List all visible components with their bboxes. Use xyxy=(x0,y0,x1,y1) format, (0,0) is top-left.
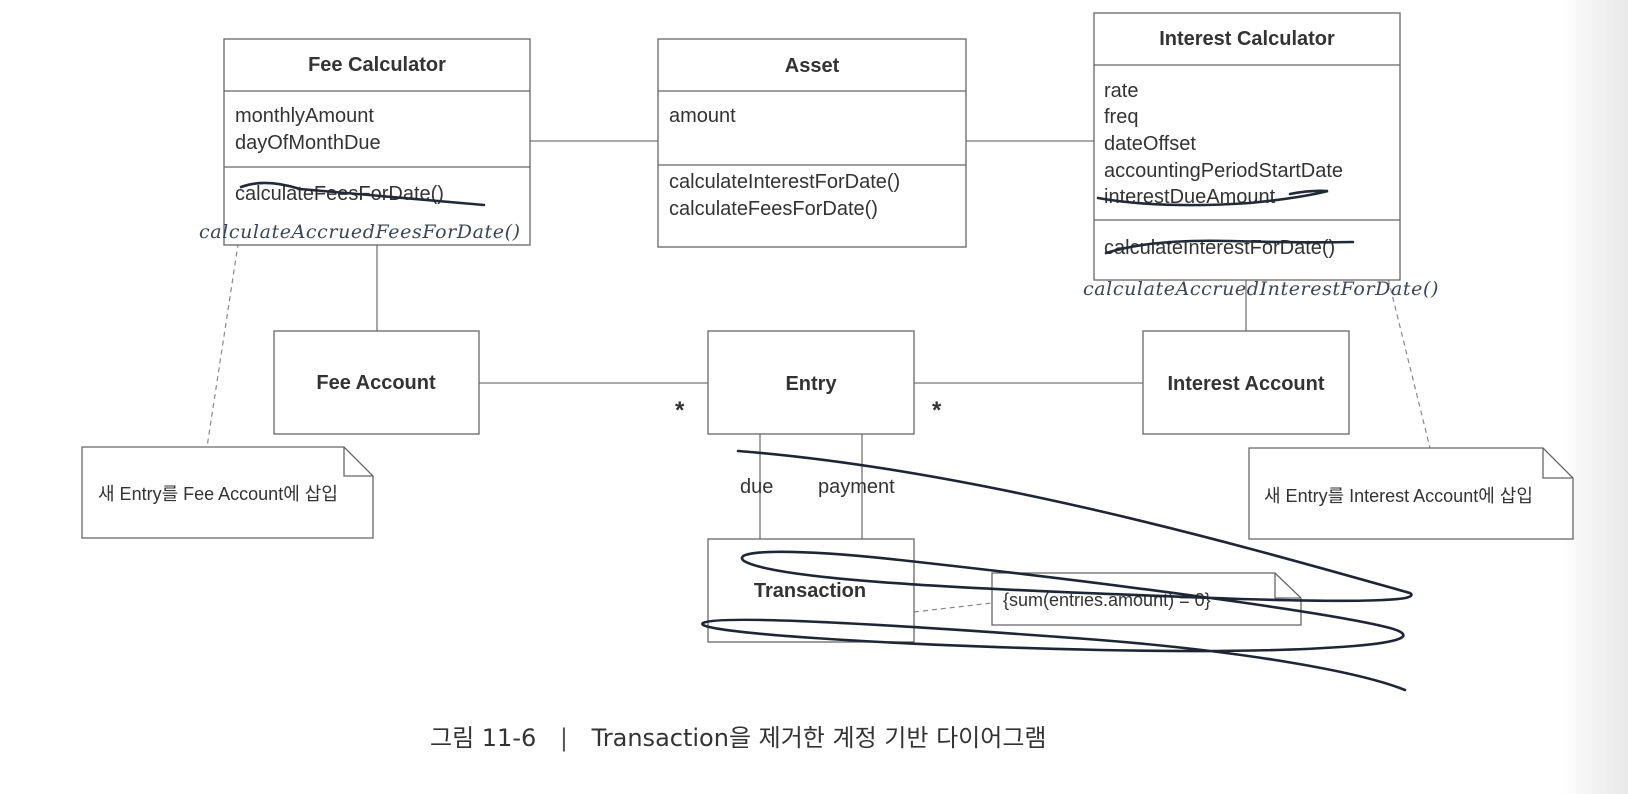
due-role-label: due xyxy=(740,476,773,498)
fee-operation-strikethrough xyxy=(239,181,486,207)
figure-number: 그림 11-6 xyxy=(430,724,537,752)
transaction-scribble xyxy=(701,449,1413,692)
interest-note-text: 새 Entry를 Interest Account에 삽입 xyxy=(1264,486,1533,506)
entry-class: Entry xyxy=(707,330,915,435)
interest-operation-strikethrough xyxy=(1104,239,1355,255)
interest-calculator-attribute: accountingPeriodStartDate xyxy=(1104,160,1343,182)
transaction-title: Transaction xyxy=(754,580,866,602)
interest-entry-multiplicity: * xyxy=(932,397,942,424)
asset-operation: calculateInterestForDate() xyxy=(669,171,900,193)
caption-separator: | xyxy=(559,724,568,752)
caption-text: Transaction을 제거한 계정 기반 다이어그램 xyxy=(591,724,1047,752)
fee-calculator-attribute: dayOfMonthDue xyxy=(235,132,381,154)
entry-title: Entry xyxy=(785,373,837,395)
note-connectors xyxy=(206,224,1431,613)
interest-note: 새 Entry를 Interest Account에 삽입 xyxy=(1248,447,1574,540)
fee-calculator-class: Fee Calculator monthlyAmount dayOfMonthD… xyxy=(223,38,531,246)
figure-caption: 그림 11-6 | Transaction을 제거한 계정 기반 다이어그램 xyxy=(430,718,1130,758)
interest-note-connector xyxy=(1383,261,1431,449)
interest-calculator-title: Interest Calculator xyxy=(1159,28,1335,50)
payment-role-label: payment xyxy=(818,476,895,498)
fee-entry-multiplicity: * xyxy=(675,397,685,424)
asset-attribute: amount xyxy=(669,105,736,127)
asset-title: Asset xyxy=(785,55,840,77)
fee-account-title: Fee Account xyxy=(316,372,436,394)
fee-calculator-attribute: monthlyAmount xyxy=(235,105,374,127)
page-edge-shadow xyxy=(1562,0,1628,794)
asset-class: Asset amount calculateInterestForDate() … xyxy=(657,38,967,248)
interest-calculator-attribute: dateOffset xyxy=(1104,133,1196,155)
association-lines xyxy=(376,140,1247,539)
interest-account-title: Interest Account xyxy=(1167,373,1324,395)
interest-calculator-attribute: freq xyxy=(1104,106,1138,128)
transaction-class: Transaction xyxy=(707,538,915,643)
fee-handwritten-operation: calculateAccruedFeesForDate() xyxy=(199,221,521,243)
interest-calculator-attribute: rate xyxy=(1104,80,1138,102)
fee-calculator-operation: calculateFeesForDate() xyxy=(235,183,444,205)
strikethrough-marks xyxy=(239,181,1355,255)
fee-account-class: Fee Account xyxy=(273,330,480,435)
fee-note-text: 새 Entry를 Fee Account에 삽입 xyxy=(98,484,338,504)
interest-handwritten-operation: calculateAccruedInterestForDate() xyxy=(1083,278,1439,300)
asset-operation: calculateFeesForDate() xyxy=(669,198,878,220)
fee-calculator-title: Fee Calculator xyxy=(308,54,446,76)
constraint-connector xyxy=(913,602,993,613)
fee-note: 새 Entry를 Fee Account에 삽입 xyxy=(81,446,374,539)
interest-attribute-strikethrough xyxy=(1096,189,1329,207)
scribble-stroke xyxy=(701,449,1413,692)
interest-account-class: Interest Account xyxy=(1142,330,1350,435)
interest-calculator-class: Interest Calculator rate freq dateOffset… xyxy=(1093,12,1401,281)
fee-note-connector xyxy=(206,224,242,448)
